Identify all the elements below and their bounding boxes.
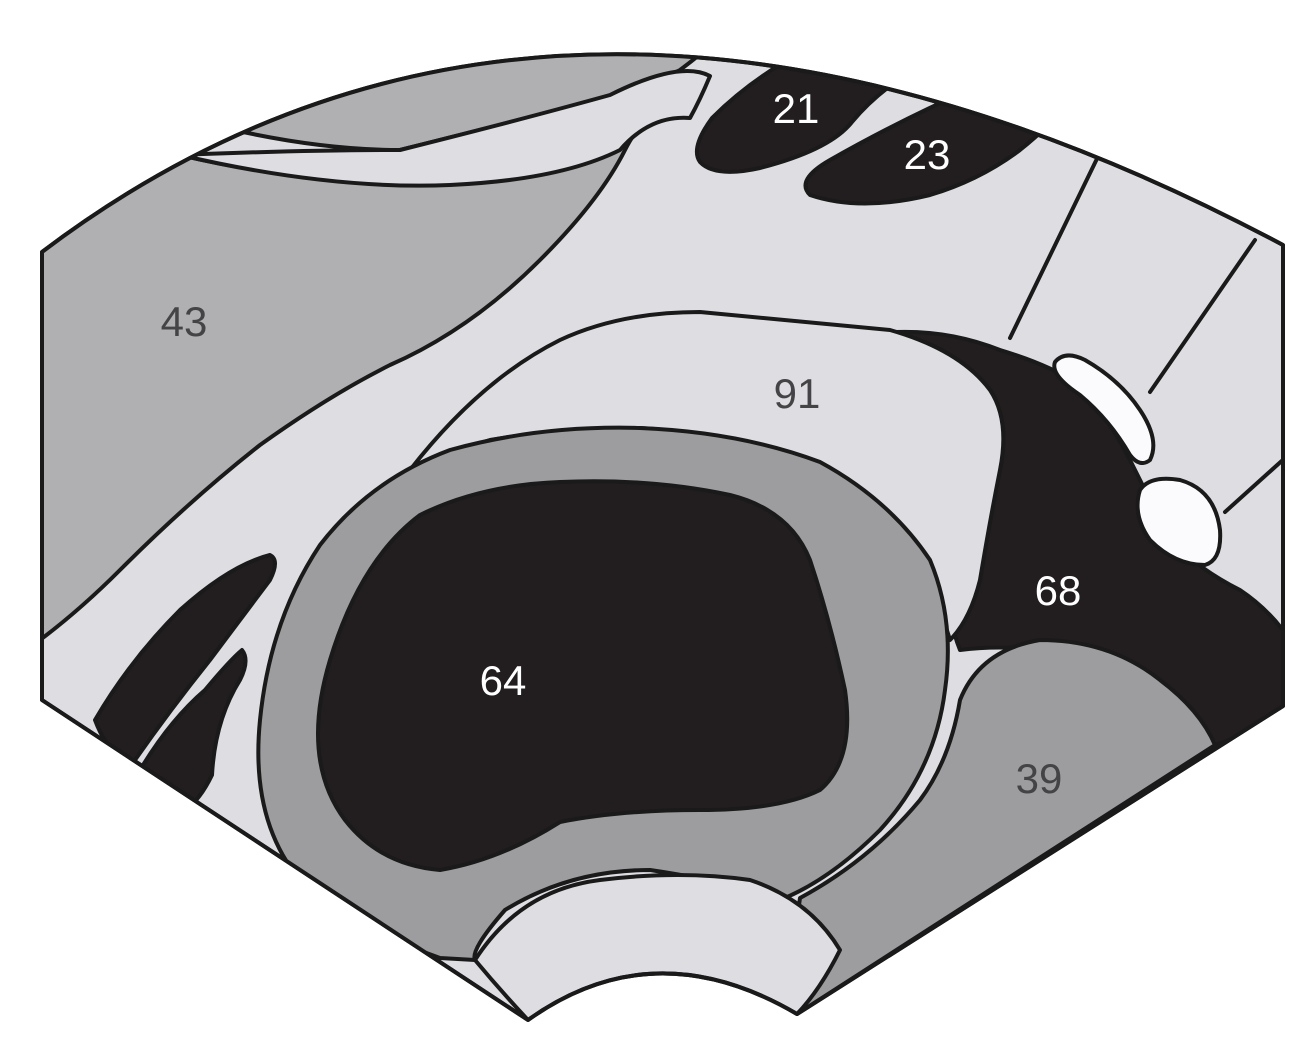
label-68: 68 (1035, 567, 1082, 614)
label-43: 43 (161, 298, 208, 345)
label-91: 91 (774, 370, 821, 417)
label-64: 64 (480, 657, 527, 704)
label-39: 39 (1016, 755, 1063, 802)
label-21: 21 (773, 85, 820, 132)
label-23: 23 (904, 131, 951, 178)
top-dark-band (880, 0, 1040, 70)
